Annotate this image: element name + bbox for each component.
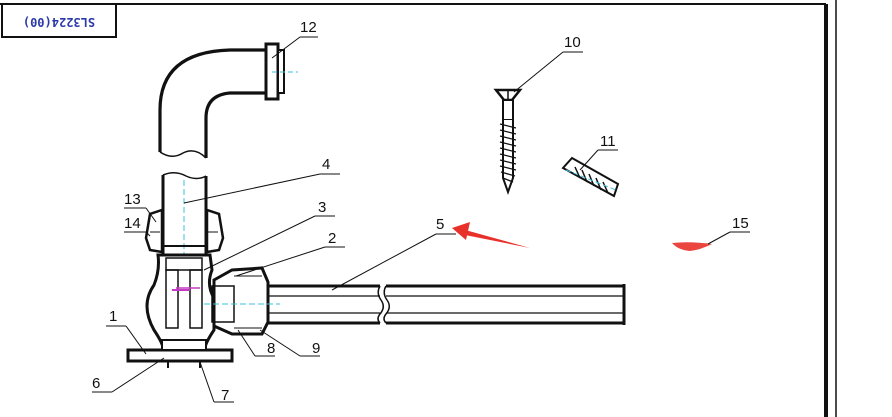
compression-nut-vertical [144, 208, 225, 254]
callout-8: 8 [267, 340, 275, 357]
callout-4: 4 [322, 156, 330, 173]
callout-6: 6 [92, 375, 100, 392]
annotation-arrow [452, 222, 530, 248]
callout-labels: 12 4 3 2 5 13 14 1 6 7 8 9 10 11 15 [92, 19, 749, 404]
callout-15: 15 [732, 215, 749, 232]
outlet-nut-horizontal [176, 266, 280, 336]
callout-12: 12 [300, 19, 317, 36]
callout-5: 5 [436, 216, 444, 233]
base-flange [126, 339, 234, 368]
callout-3: 3 [318, 199, 326, 216]
callout-13: 13 [124, 191, 141, 208]
horizontal-pipe [268, 284, 626, 325]
valve-body [145, 253, 216, 352]
callout-9: 9 [312, 340, 320, 357]
callout-10: 10 [564, 34, 581, 51]
drawing-frame [0, 0, 837, 417]
leader-lines [92, 36, 750, 403]
annotation-mark-15 [672, 242, 712, 251]
callout-1: 1 [109, 308, 117, 325]
callout-7: 7 [221, 387, 229, 404]
drawing-code-box: SL3224(00) [1, 3, 117, 38]
elbow-pipe [158, 42, 298, 159]
drawing-code-text: SL3224(00) [23, 15, 95, 29]
wood-screw [493, 88, 523, 195]
callout-2: 2 [328, 230, 336, 247]
callout-11: 11 [600, 133, 616, 150]
callout-14: 14 [124, 215, 141, 232]
wall-anchor [561, 156, 620, 198]
